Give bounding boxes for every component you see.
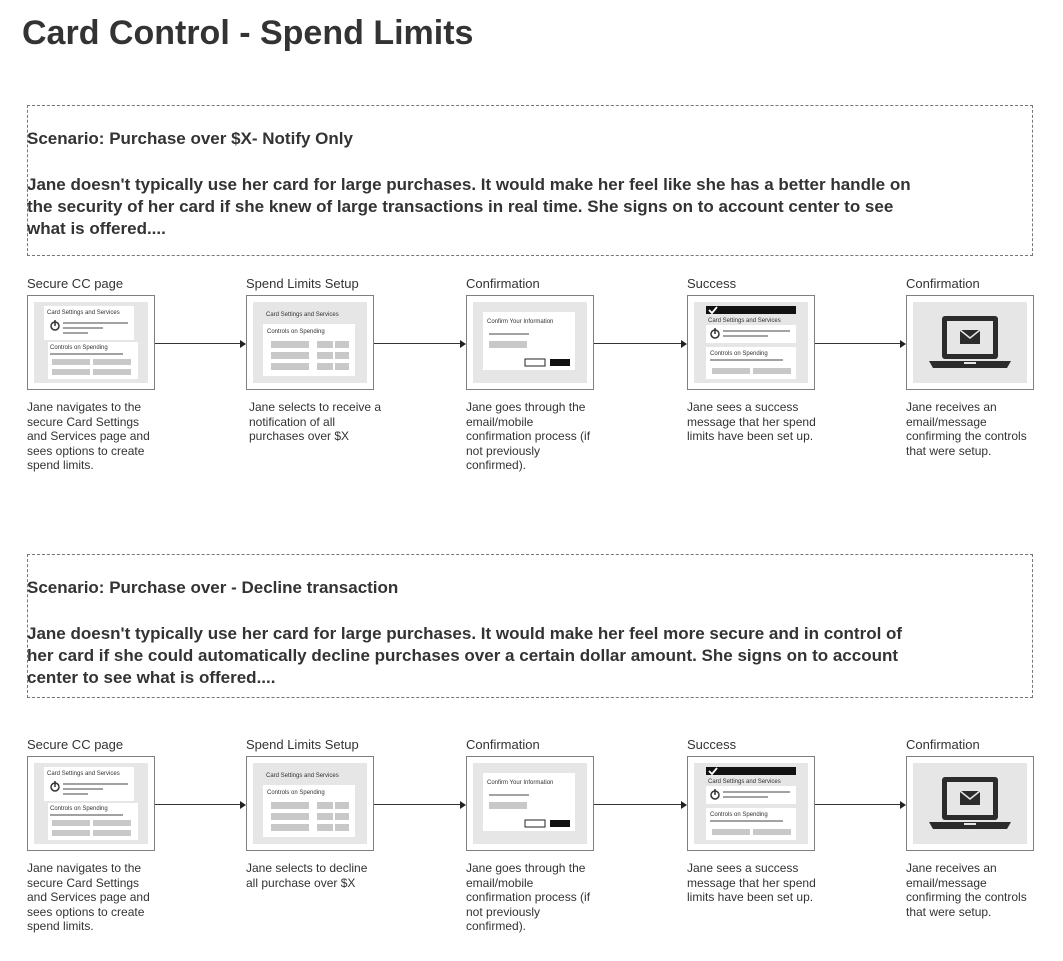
laptop-email-icon <box>929 777 1011 829</box>
step-description: Jane receives an email/message confirmin… <box>906 861 1027 919</box>
power-icon <box>710 328 720 339</box>
step-label: Confirmation <box>466 737 540 752</box>
arrow-head-icon <box>240 801 246 809</box>
confirmation-mockup: Confirm Your Information <box>466 756 594 851</box>
spend-limits-setup-mockup: Card Settings and Services Controls on S… <box>246 295 374 390</box>
arrow-head-icon <box>681 801 687 809</box>
card-settings-title: Card Settings and Services <box>266 773 339 779</box>
flow-arrow <box>155 804 241 805</box>
email-confirmation-mockup <box>906 756 1034 851</box>
controls-title: Controls on Spending <box>50 806 108 812</box>
arrow-head-icon <box>460 801 466 809</box>
step-description: Jane goes through the email/mobile confi… <box>466 400 591 472</box>
description-line: center to see what is offered.... <box>27 668 276 687</box>
step-label: Confirmation <box>466 276 540 291</box>
step-description: Jane navigates to the secure Card Settin… <box>27 861 150 933</box>
power-icon <box>50 781 60 792</box>
spend-limits-setup-mockup: Card Settings and Services Controls on S… <box>246 756 374 851</box>
scenario-box-notify <box>27 105 1033 256</box>
step-description: Jane receives an email/message confirmin… <box>906 400 1027 458</box>
controls-title: Controls on Spending <box>267 329 325 335</box>
step-label: Success <box>687 737 737 752</box>
step-label: Secure CC page <box>27 737 124 752</box>
step-label: Secure CC page <box>27 276 124 291</box>
step-label: Spend Limits Setup <box>246 737 359 752</box>
laptop-email-icon <box>929 316 1011 368</box>
page-title: Card Control - Spend Limits <box>22 14 474 52</box>
scenario-title: Scenario: Purchase over $X- Notify Only <box>27 129 353 148</box>
step-label: Confirmation <box>906 276 980 291</box>
card-settings-title: Card Settings and Services <box>708 779 781 785</box>
success-mockup: Card Settings and Services Controls on S… <box>687 756 815 851</box>
flow-arrow <box>815 343 900 344</box>
scenario-title: Scenario: Purchase over - Decline transa… <box>27 578 399 597</box>
arrow-head-icon <box>900 801 906 809</box>
arrow-head-icon <box>240 340 246 348</box>
description-line: the security of her card if she knew of … <box>27 197 894 216</box>
card-settings-title: Card Settings and Services <box>47 771 120 777</box>
step-description: Jane selects to receive a notification o… <box>249 400 382 443</box>
step-description: Jane goes through the email/mobile confi… <box>466 861 591 933</box>
flow-arrow <box>815 804 900 805</box>
controls-title: Controls on Spending <box>710 351 768 357</box>
success-mockup: Card Settings and Services Controls on S… <box>687 295 815 390</box>
step-description: Jane navigates to the secure Card Settin… <box>27 400 150 472</box>
controls-title: Controls on Spending <box>267 790 325 796</box>
step-label: Success <box>687 276 737 291</box>
power-icon <box>710 789 720 800</box>
confirm-title: Confirm Your Information <box>487 319 553 325</box>
step-description: Jane sees a success message that her spe… <box>687 861 816 904</box>
confirm-title: Confirm Your Information <box>487 780 553 786</box>
description-line: her card if she could automatically decl… <box>27 646 899 665</box>
flow-arrow <box>374 343 460 344</box>
power-icon <box>50 320 60 331</box>
arrow-head-icon <box>681 340 687 348</box>
description-line: what is offered.... <box>27 219 166 238</box>
description-line: Jane doesn't typically use her card for … <box>27 624 903 643</box>
card-settings-title: Card Settings and Services <box>708 318 781 324</box>
step-description: Jane sees a success message that her spe… <box>687 400 816 443</box>
scenario-description: Jane doesn't typically use her card for … <box>27 174 1033 240</box>
email-confirmation-mockup <box>906 295 1034 390</box>
arrow-head-icon <box>900 340 906 348</box>
scenario-description: Jane doesn't typically use her card for … <box>27 623 1033 689</box>
card-settings-title: Card Settings and Services <box>47 310 120 316</box>
secure-cc-page-mockup: Card Settings and Services Controls on S… <box>27 756 155 851</box>
arrow-head-icon <box>460 340 466 348</box>
flow-arrow <box>155 343 241 344</box>
confirmation-mockup: Confirm Your Information <box>466 295 594 390</box>
step-description: Jane selects to decline all purchase ove… <box>246 861 368 890</box>
flow-arrow <box>594 343 681 344</box>
controls-title: Controls on Spending <box>50 345 108 351</box>
checkmark-icon <box>708 306 718 315</box>
step-label: Spend Limits Setup <box>246 276 359 291</box>
scenario-box-decline <box>27 554 1033 698</box>
flow-arrow <box>594 804 681 805</box>
secure-cc-page-mockup: Card Settings and Services Controls on S… <box>27 295 155 390</box>
description-line: Jane doesn't typically use her card for … <box>27 175 911 194</box>
controls-title: Controls on Spending <box>710 812 768 818</box>
checkmark-icon <box>708 767 718 776</box>
step-label: Confirmation <box>906 737 980 752</box>
flow-arrow <box>374 804 460 805</box>
card-settings-title: Card Settings and Services <box>266 312 339 318</box>
